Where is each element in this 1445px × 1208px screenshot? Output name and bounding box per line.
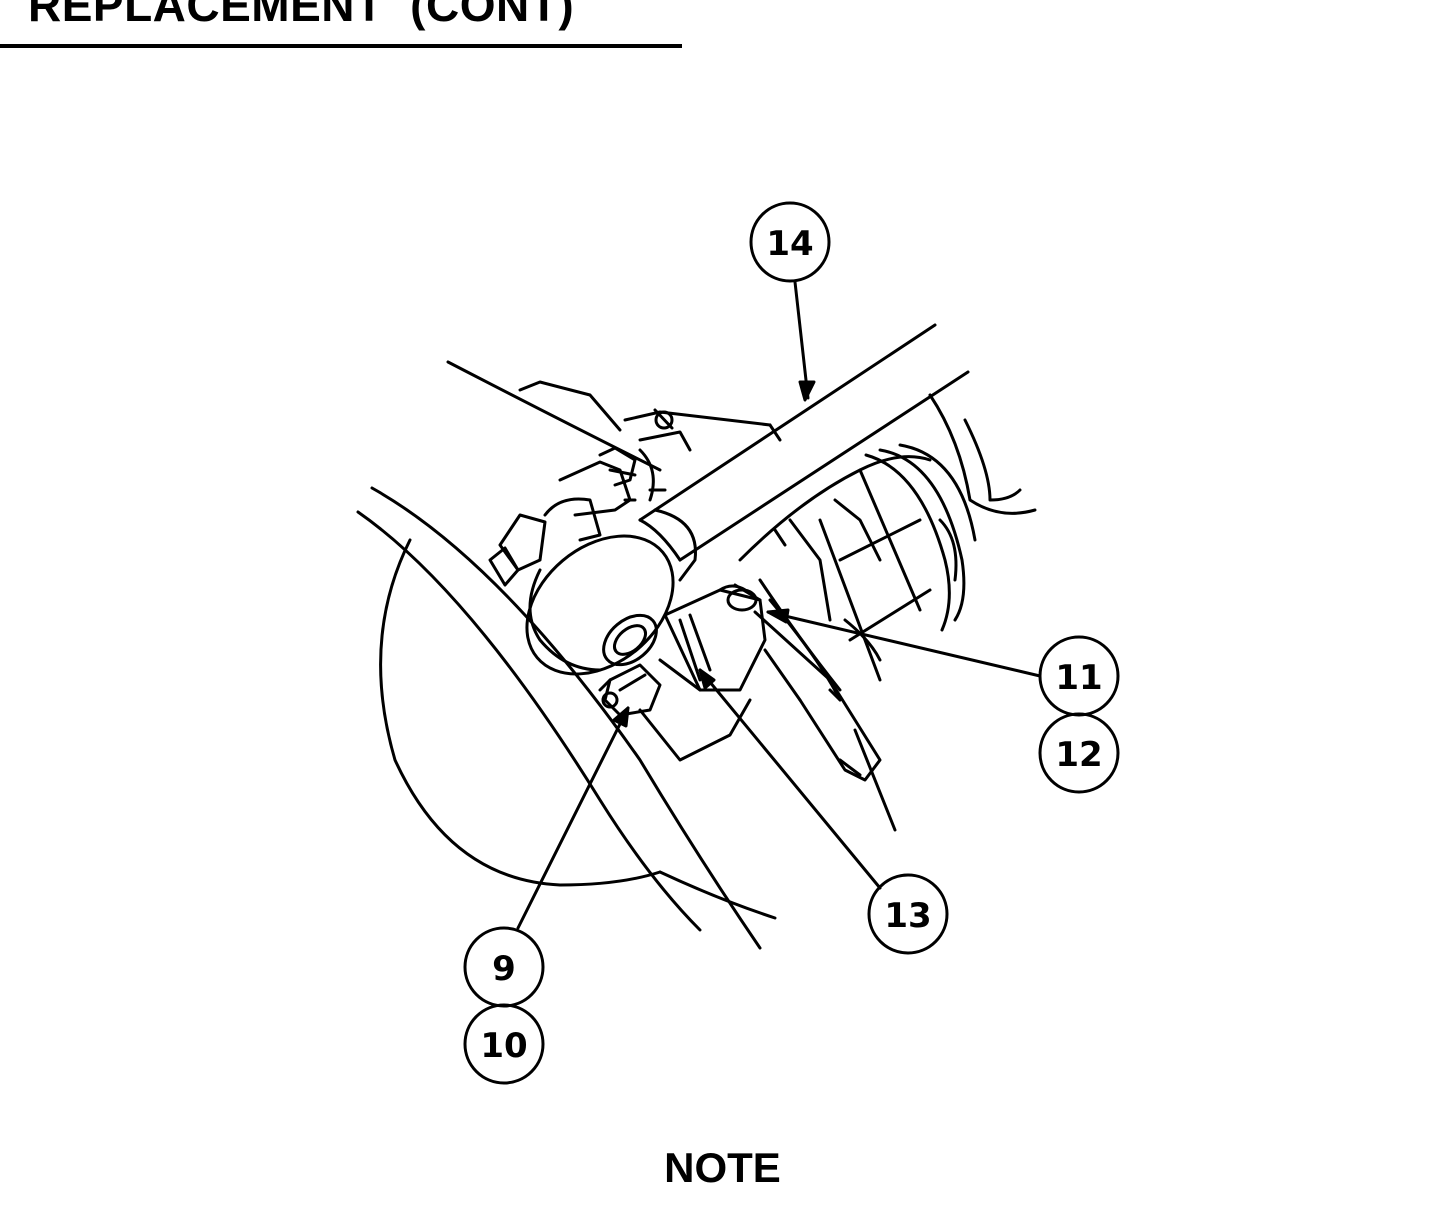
page-title: REPLACEMENT (CONT) (0, 0, 682, 48)
u-bolt-nuts (488, 408, 674, 587)
callout-10: 10 (463, 1003, 545, 1085)
callout-12: 12 (1038, 712, 1120, 794)
steering-arm (753, 610, 897, 832)
callout-9: 9 (463, 926, 545, 1008)
callout-10-label: 10 (480, 1026, 527, 1066)
callout-14: 14 (749, 201, 831, 283)
brake-drum (356, 486, 777, 950)
callout-11-label: 11 (1055, 658, 1102, 698)
callout-11: 11 (1038, 635, 1120, 717)
callout-14-label: 14 (766, 224, 813, 264)
callout-12-label: 12 (1055, 735, 1102, 775)
differential-housing (738, 393, 1037, 702)
axle-housing (446, 360, 782, 472)
leader-lines (516, 280, 1042, 930)
callout-13: 13 (867, 873, 949, 955)
page-title-text: REPLACEMENT (CONT) (28, 0, 575, 31)
callout-13-label: 13 (884, 896, 931, 936)
tie-rod-end (525, 508, 697, 676)
castle-nut (598, 663, 662, 717)
note-heading: NOTE (664, 1144, 781, 1191)
tie-rod (638, 323, 970, 562)
callout-9-label: 9 (492, 949, 516, 989)
